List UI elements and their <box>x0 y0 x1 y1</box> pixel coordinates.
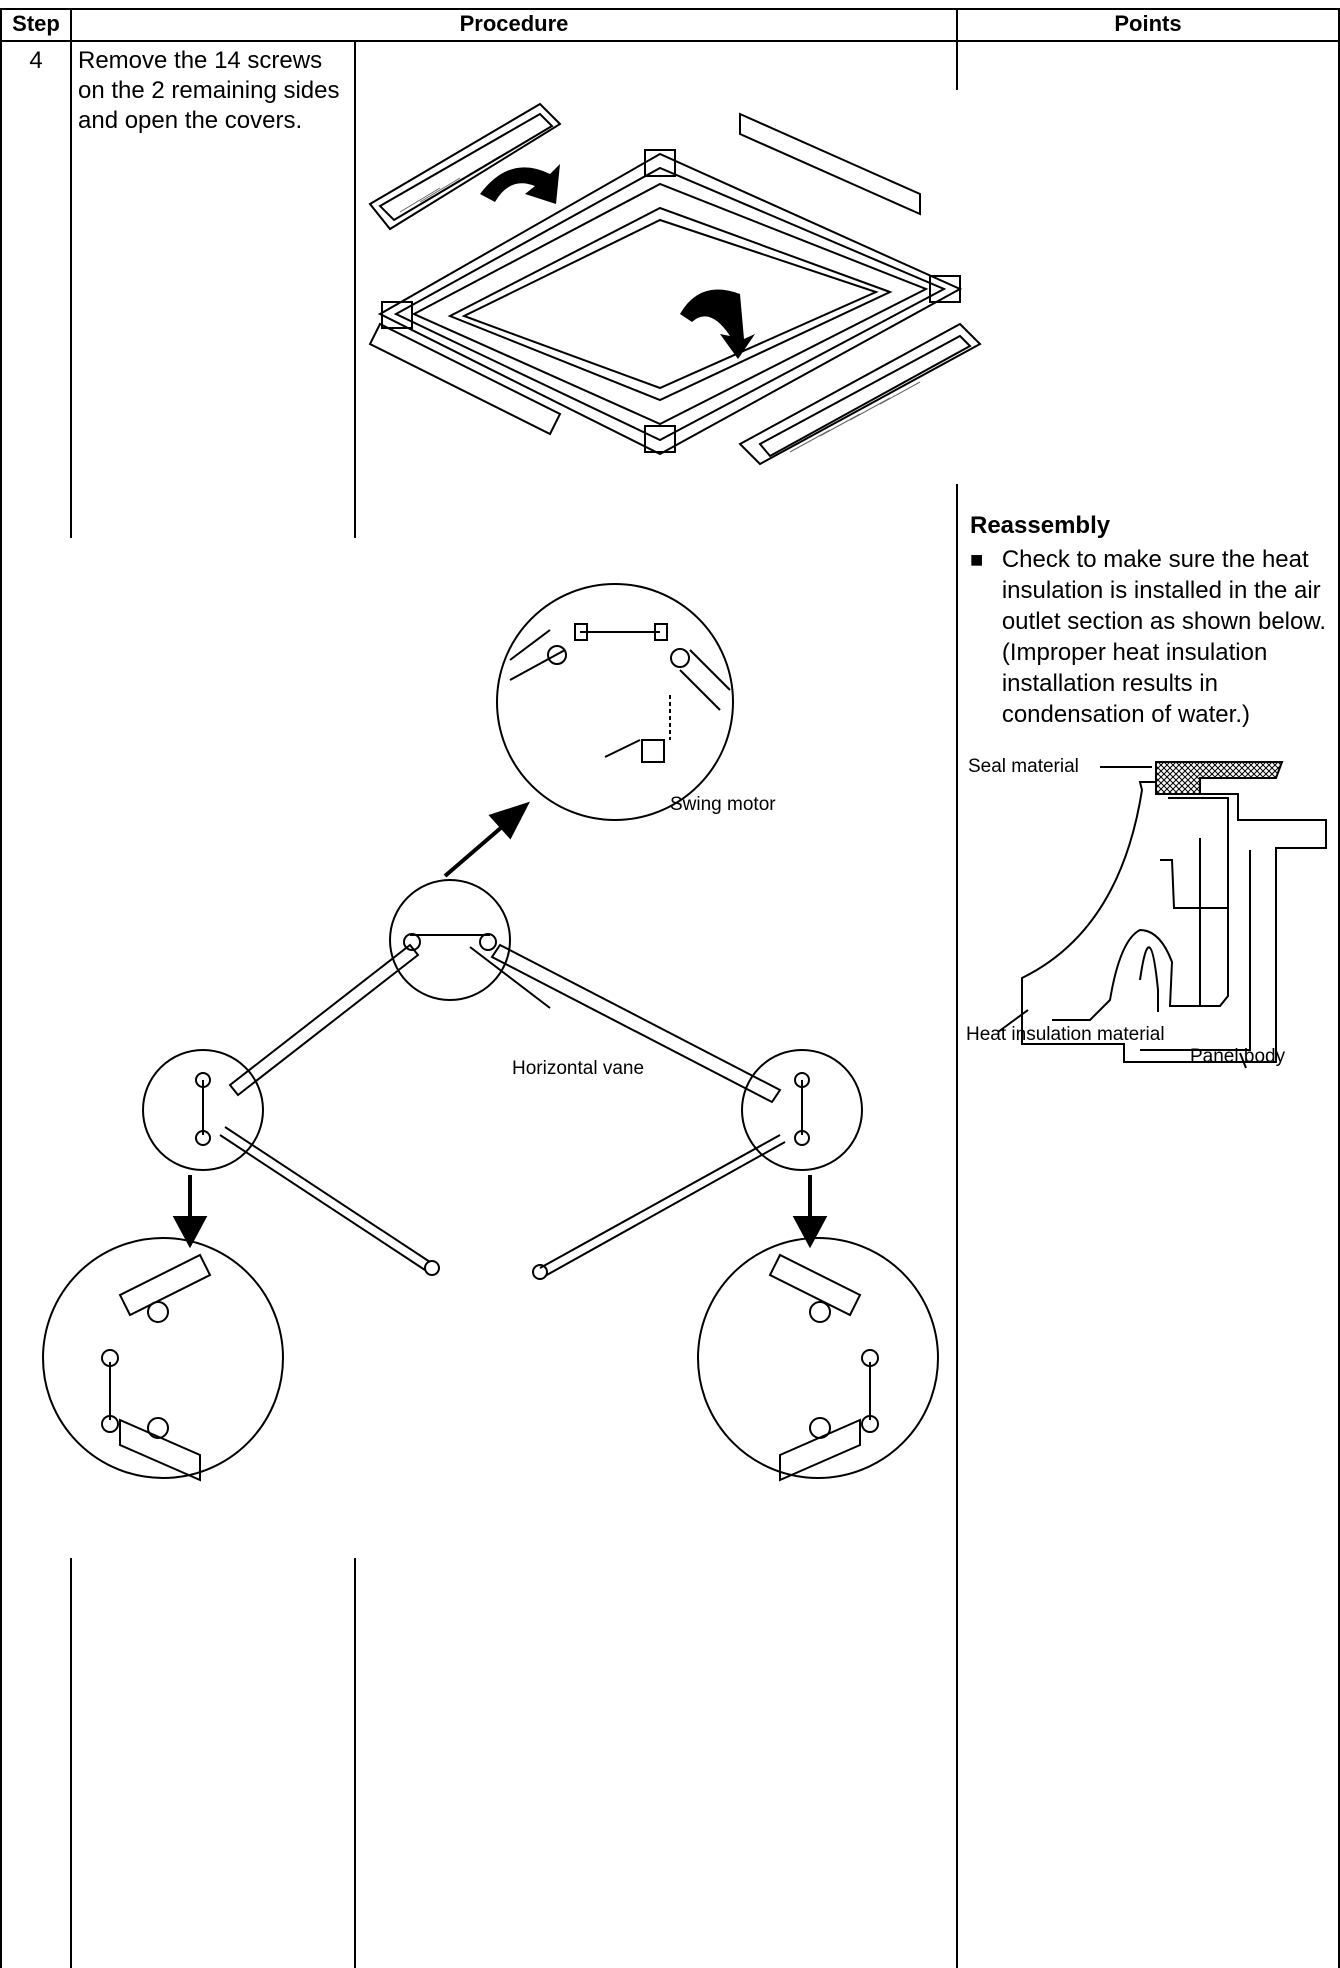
panel-body-label: Panel body <box>1190 1046 1286 1067</box>
reassembly-title: Reassembly <box>970 512 1111 539</box>
reassembly-bullet-text: Check to make sure the heat insulation i… <box>1001 546 1327 728</box>
step-instruction: Remove the 14 screws on the 2 remaining … <box>78 47 340 134</box>
horizontal-vane-label: Horizontal vane <box>512 1058 645 1079</box>
seal-material-label: Seal material <box>968 756 1079 777</box>
heat-insulation-material-label: Heat insulation material <box>966 1024 1165 1045</box>
step-number: 4 <box>29 47 43 74</box>
insulation-cross-section <box>997 761 1327 1069</box>
reassembly-bullet: ■ Check to make sure the heat insulation… <box>970 544 1330 730</box>
panel-frame-illustration <box>368 102 982 466</box>
header-points: Points <box>1114 11 1182 36</box>
swing-motor-label: Swing motor <box>670 794 776 815</box>
vane-diagram <box>42 583 939 1482</box>
header-step: Step <box>12 11 60 36</box>
header-procedure: Procedure <box>459 11 569 36</box>
bullet-square-icon: ■ <box>970 547 984 572</box>
